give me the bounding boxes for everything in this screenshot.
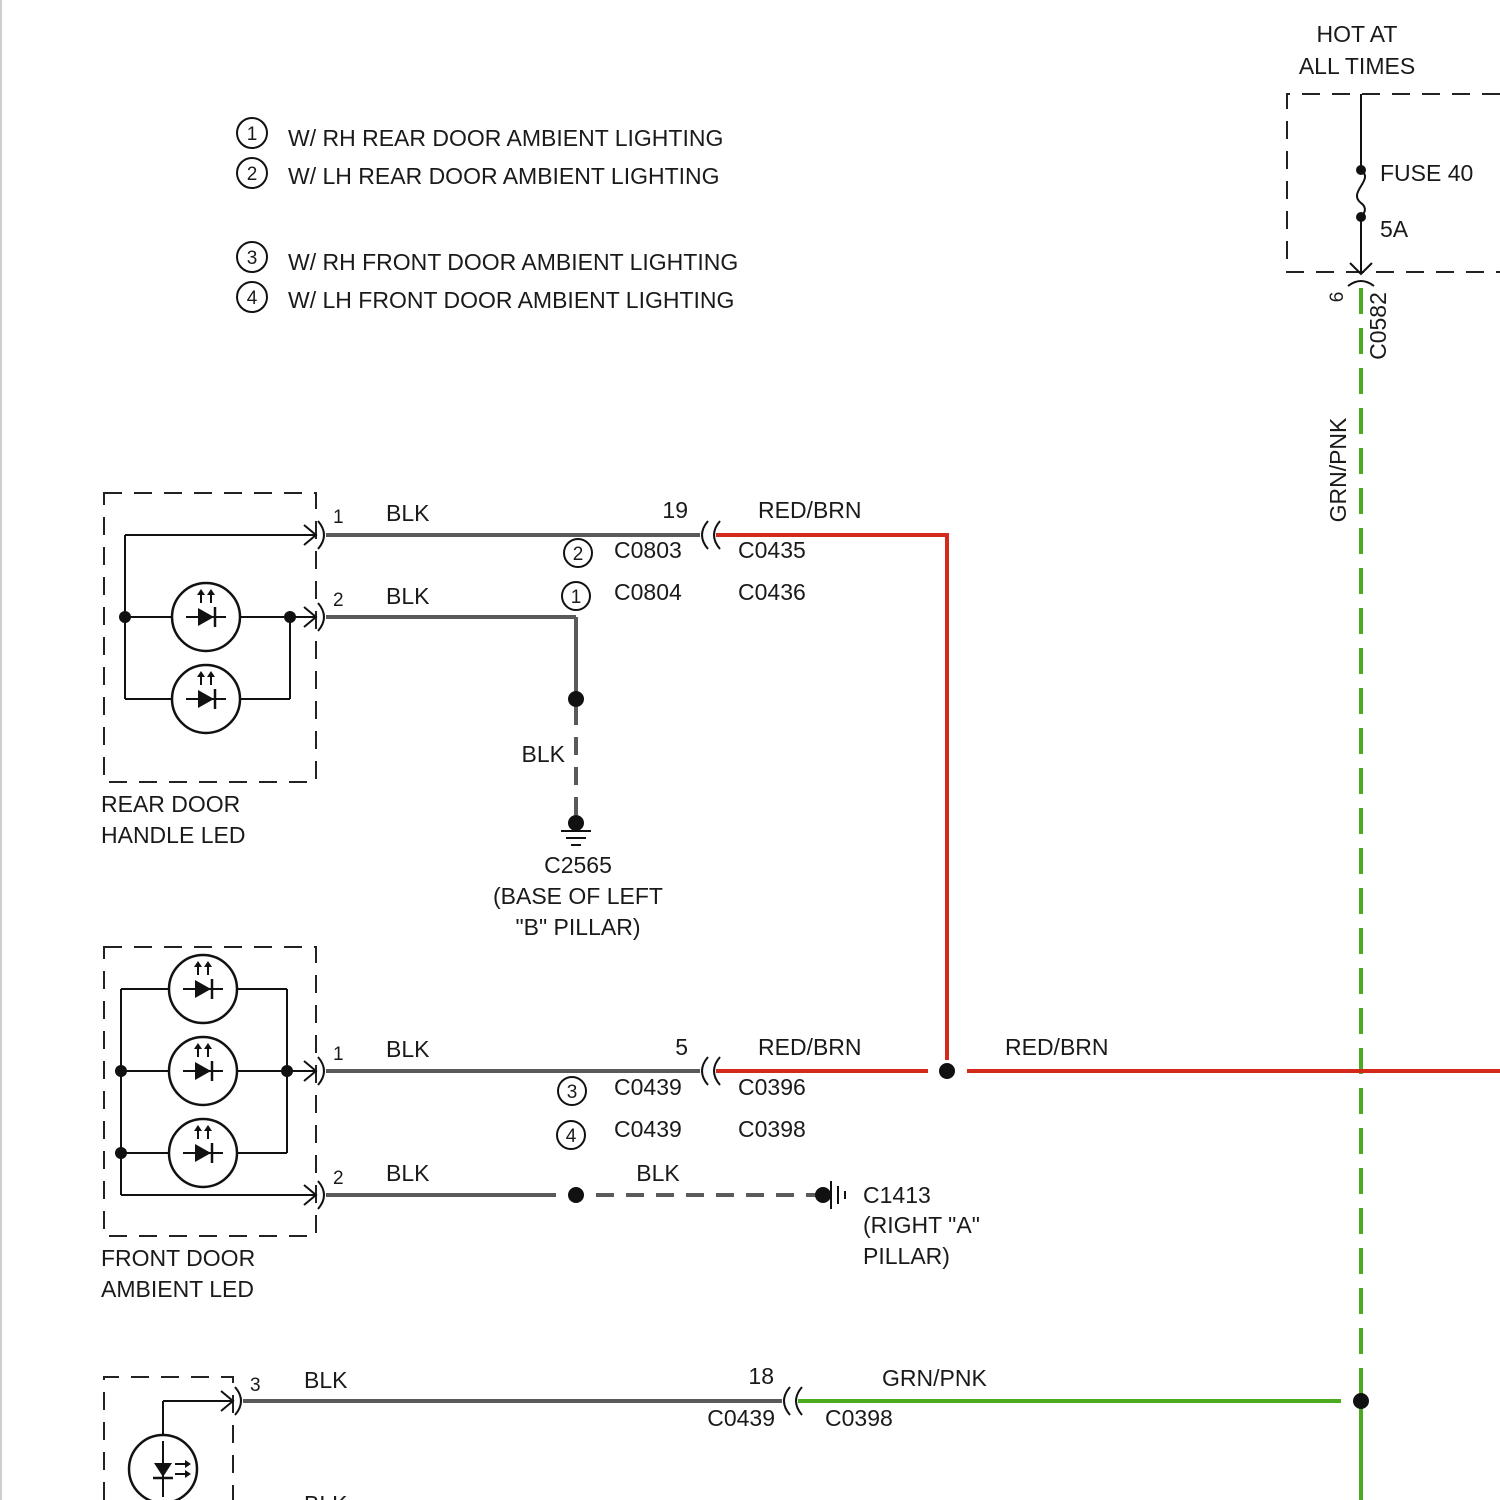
- third-wire-label: BLK: [304, 1367, 348, 1393]
- rear-conn-b-mate: C0436: [738, 579, 806, 605]
- third-grn-wire-label: GRN/PNK: [882, 1365, 987, 1391]
- front-conn-a-mate: C0396: [738, 1074, 806, 1100]
- c0582-pin: 6: [1327, 292, 1348, 303]
- rear-red-wire-label: RED/BRN: [758, 497, 862, 523]
- rear-ground-location-1: (BASE OF LEFT: [493, 883, 663, 909]
- third-pin: 3: [250, 1375, 261, 1396]
- third-conn: C0439: [707, 1405, 775, 1431]
- rear-wiring: 1 2 BLK BLK BLK C2565 (BASE OF LEFT "B" …: [318, 497, 947, 1060]
- fuse-icon: [1357, 170, 1365, 217]
- rear-wire2-label: BLK: [386, 583, 430, 609]
- front-ground-wire-label: BLK: [636, 1160, 680, 1186]
- c0582-label: C0582: [1365, 292, 1391, 360]
- rear-splice: [568, 691, 584, 707]
- hot-at-label: HOT AT: [1317, 21, 1398, 47]
- front-splice: [568, 1187, 584, 1203]
- led-icon: [172, 583, 240, 651]
- third-pin3-connector: [235, 1387, 241, 1415]
- rear-conn-b-note: 1: [571, 587, 582, 608]
- front-wire1-label: BLK: [386, 1036, 430, 1062]
- third-conn-mate: C0398: [825, 1405, 893, 1431]
- note-1-number: 1: [247, 124, 258, 145]
- front-pin2-connector: [318, 1181, 324, 1209]
- red-brn-splice: [939, 1063, 955, 1079]
- third-inline-pin: 18: [748, 1363, 774, 1389]
- front-pin1-connector: [318, 1057, 324, 1085]
- rear-ground-wire-label: BLK: [522, 741, 566, 767]
- front-conn-b-mate: C0398: [738, 1116, 806, 1142]
- front-red-wire-label-2: RED/BRN: [1005, 1034, 1109, 1060]
- rear-ground-location-2: "B" PILLAR): [516, 914, 641, 940]
- fuse-name: FUSE 40: [1380, 160, 1473, 186]
- front-inline-pin: 5: [675, 1034, 688, 1060]
- front-wire2-label: BLK: [386, 1160, 430, 1186]
- note-4: 4 W/ LH FRONT DOOR AMBIENT LIGHTING: [237, 282, 734, 313]
- note-2-text: W/ LH REAR DOOR AMBIENT LIGHTING: [288, 163, 720, 189]
- third-bottom-wire-label: BLK: [304, 1491, 348, 1500]
- led-icon: [129, 1435, 197, 1500]
- front-ground-location-1: (RIGHT "A": [863, 1212, 980, 1238]
- note-3-text: W/ RH FRONT DOOR AMBIENT LIGHTING: [288, 249, 738, 275]
- led-icon: [169, 955, 237, 1023]
- grn-pnk-splice: [1353, 1393, 1369, 1409]
- front-pin2: 2: [333, 1168, 344, 1189]
- rear-conn-a-mate: C0435: [738, 537, 806, 563]
- rear-led-name-1: REAR DOOR: [101, 791, 240, 817]
- power-source: HOT AT ALL TIMES FUSE 40 5A 6 C0582 GRN/…: [1287, 21, 1500, 1500]
- front-conn-a-note: 3: [567, 1082, 578, 1103]
- front-ground-id: C1413: [863, 1182, 931, 1208]
- note-3: 3 W/ RH FRONT DOOR AMBIENT LIGHTING: [237, 242, 738, 275]
- note-1-text: W/ RH REAR DOOR AMBIENT LIGHTING: [288, 125, 723, 151]
- red-brn-wire-rear: [716, 535, 947, 1060]
- notes-legend: 1 W/ RH REAR DOOR AMBIENT LIGHTING 2 W/ …: [237, 118, 738, 313]
- fuse-rating: 5A: [1380, 216, 1409, 242]
- rear-pin2: 2: [333, 590, 344, 611]
- connector-c0582-symbol: [1348, 281, 1374, 286]
- rear-door-handle-led: REAR DOOR HANDLE LED: [101, 493, 316, 848]
- front-conn-a: C0439: [614, 1074, 682, 1100]
- ground-icon: [815, 1181, 845, 1209]
- front-ground-location-2: PILLAR): [863, 1243, 950, 1269]
- note-2-number: 2: [247, 164, 258, 185]
- led-icon: [169, 1037, 237, 1105]
- note-3-number: 3: [247, 248, 258, 269]
- note-2: 2 W/ LH REAR DOOR AMBIENT LIGHTING: [237, 158, 720, 189]
- front-red-wire-label: RED/BRN: [758, 1034, 862, 1060]
- third-inline-connector: [784, 1387, 790, 1415]
- third-component: 3 BLK 18 C0439 C0398 GRN/PNK BLK: [104, 1363, 1369, 1500]
- note-1: 1 W/ RH REAR DOOR AMBIENT LIGHTING: [237, 118, 723, 151]
- rear-pin1: 1: [333, 507, 344, 528]
- note-4-text: W/ LH FRONT DOOR AMBIENT LIGHTING: [288, 287, 734, 313]
- front-conn-b-note: 4: [566, 1126, 577, 1147]
- front-door-ambient-led: FRONT DOOR AMBIENT LED: [101, 947, 316, 1302]
- rear-inline-pin: 19: [662, 497, 688, 523]
- ground-icon: [561, 815, 591, 845]
- all-times-label: ALL TIMES: [1299, 53, 1415, 79]
- grn-pnk-vertical-label: GRN/PNK: [1325, 417, 1351, 522]
- note-4-number: 4: [247, 288, 258, 309]
- rear-inline-connector: [702, 521, 708, 549]
- rear-wire1-label: BLK: [386, 500, 430, 526]
- front-wiring: 1 2 BLK BLK BLK C1413 (RIGHT "A" PILLAR)…: [318, 1034, 1500, 1269]
- rear-pin2-connector: [318, 603, 324, 631]
- rear-led-name-2: HANDLE LED: [101, 822, 245, 848]
- front-led-name-1: FRONT DOOR: [101, 1245, 255, 1271]
- front-pin1: 1: [333, 1044, 344, 1065]
- led-icon: [172, 665, 240, 733]
- rear-conn-b: C0804: [614, 579, 682, 605]
- front-inline-connector: [702, 1057, 708, 1085]
- rear-ground-id: C2565: [544, 852, 612, 878]
- front-conn-b: C0439: [614, 1116, 682, 1142]
- rear-pin1-connector: [318, 521, 324, 549]
- rear-conn-a-note: 2: [573, 544, 584, 565]
- rear-conn-a: C0803: [614, 537, 682, 563]
- led-icon: [169, 1119, 237, 1187]
- front-led-name-2: AMBIENT LED: [101, 1276, 254, 1302]
